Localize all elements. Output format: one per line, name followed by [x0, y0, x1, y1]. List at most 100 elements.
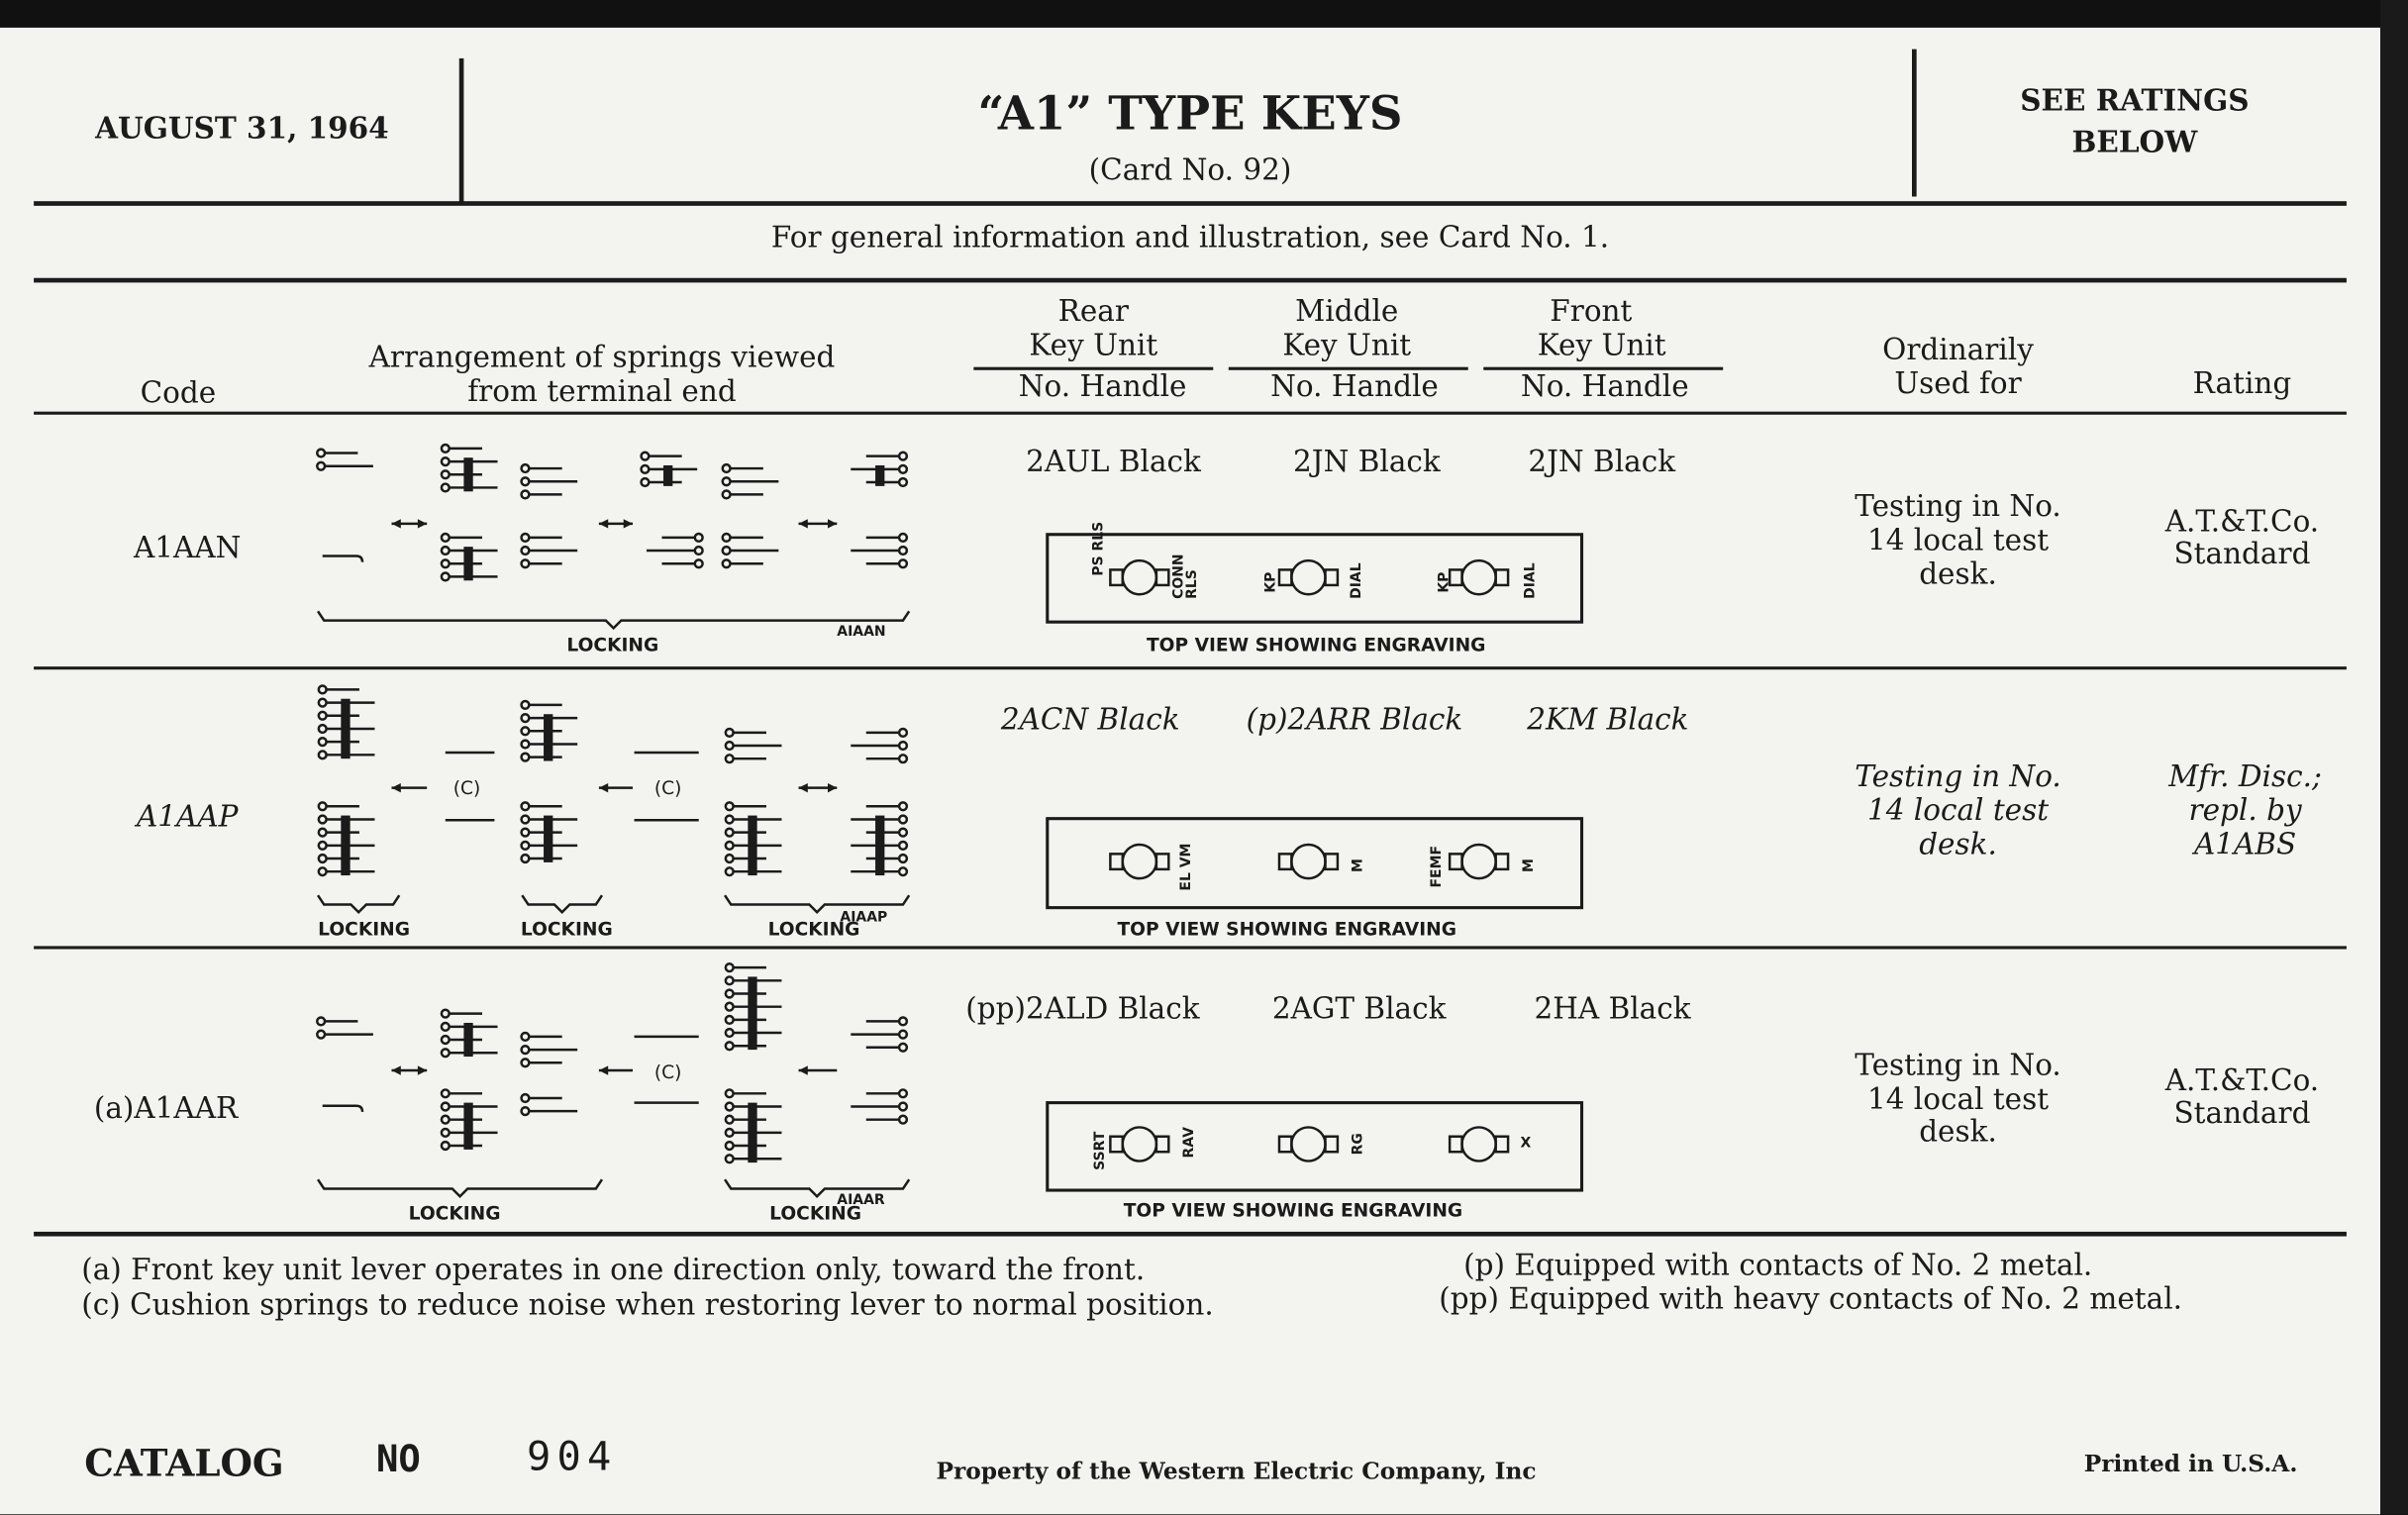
arrowhead-icon [798, 783, 808, 793]
terminal-icon [724, 962, 735, 973]
spring-block [341, 698, 351, 759]
divider [34, 277, 2347, 283]
col-middle-2: Key Unit [1282, 328, 1412, 363]
terminal-icon [897, 814, 909, 825]
terminal-icon [897, 866, 909, 877]
terminal-icon [721, 558, 732, 569]
terminal-icon [440, 1114, 451, 1125]
cushion-label: (C) [452, 776, 481, 799]
key-handle-icon [1460, 1126, 1497, 1162]
ratings-note-2: BELOW [2071, 126, 2198, 160]
key-handle-icon [1448, 853, 1463, 871]
col-front-2: Key Unit [1537, 328, 1666, 363]
terminal-icon [724, 1140, 735, 1152]
terminal-icon [897, 532, 909, 543]
brace [521, 894, 604, 915]
arrowhead-icon [798, 1065, 808, 1075]
terminal-icon [317, 801, 328, 812]
key-handle-icon [1121, 843, 1158, 880]
terminal-icon [897, 476, 909, 488]
engraving-plate [1046, 533, 1584, 624]
rear-handle: 2AUL Black [1026, 445, 1201, 479]
terminal-icon [897, 827, 909, 838]
key-handle-icon [1324, 568, 1340, 587]
spring-block [748, 815, 757, 876]
arrowhead-icon [391, 519, 401, 529]
terminal-icon [316, 1016, 327, 1027]
engraving-plate [1046, 1101, 1584, 1192]
terminal-icon [440, 455, 451, 467]
divider [1483, 366, 1724, 370]
rating-2: repl. by [2188, 793, 2302, 828]
middle-handle: (p)2ARR Black [1246, 703, 1463, 738]
terminal-icon [317, 737, 328, 748]
used-for-2: 14 local test [1866, 793, 2050, 828]
key-handle-icon [1494, 853, 1510, 871]
diagram-code: AIAAP [840, 910, 888, 927]
terminal-icon [724, 1041, 735, 1052]
key-handle-icon [1121, 558, 1158, 596]
key-handle-icon [1109, 853, 1125, 871]
terminal-icon [724, 740, 735, 752]
row-code: A1AAP [137, 800, 239, 835]
terminal-icon [316, 448, 327, 458]
front-handle: 2JN Black [1528, 445, 1676, 479]
key-handle-icon [1448, 568, 1463, 587]
diagram-code: AIAAR [837, 1193, 885, 1209]
terminal-icon [440, 532, 451, 543]
terminal-icon [693, 558, 704, 569]
rating-3: A1ABS [2193, 827, 2297, 862]
terminal-icon [316, 1029, 327, 1040]
terminal-icon [520, 840, 531, 851]
arrowhead-icon [598, 783, 609, 793]
col-middle-no-handle: No. Handle [1270, 369, 1439, 404]
used-for-2: 14 local test [1866, 1082, 2050, 1117]
terminal-icon [897, 754, 909, 764]
middle-handle: 2JN Black [1293, 445, 1441, 479]
terminal-icon [897, 1042, 909, 1053]
rear-handle: 2ACN Black [1000, 703, 1180, 738]
terminal-icon [317, 750, 328, 760]
engraving-caption: TOP VIEW SHOWING ENGRAVING [1123, 1199, 1463, 1222]
property-notice: Property of the Western Electric Company… [936, 1457, 1537, 1485]
terminal-icon [440, 443, 451, 454]
terminal-icon [440, 1034, 451, 1046]
key-handle-icon [1460, 843, 1497, 880]
catalog-label: CATALOG [84, 1440, 284, 1485]
middle-handle: 2AGT Black [1271, 991, 1447, 1027]
rating-2: Standard [2173, 1096, 2311, 1131]
rating-1: Mfr. Disc.; [2168, 759, 2322, 794]
terminal-icon [724, 1088, 735, 1099]
terminal-icon [724, 1154, 735, 1164]
key-handle-icon [1154, 568, 1170, 587]
rating-1: A.T.&T.Co. [2164, 1063, 2320, 1098]
key-handle-icon [1154, 853, 1170, 871]
rear-handle: (pp)2ALD Black [965, 991, 1200, 1027]
terminal-icon [897, 558, 909, 569]
terminal-icon [897, 801, 909, 812]
terminal-icon [440, 1021, 451, 1032]
terminal-icon [520, 752, 531, 762]
terminal-icon [724, 727, 735, 738]
terminal-icon [440, 1127, 451, 1138]
footnote-pp: (pp) Equipped with heavy contacts of No.… [1439, 1282, 2182, 1317]
col-rear-no-handle: No. Handle [1018, 369, 1187, 404]
used-for-1: Testing in No. [1855, 1049, 2061, 1083]
terminal-icon [693, 532, 704, 543]
key-handle-icon [1290, 843, 1327, 880]
arrowhead-icon [827, 783, 838, 793]
terminal-icon [721, 545, 732, 556]
terminal-icon [897, 740, 909, 752]
terminal-icon [440, 558, 451, 569]
key-handle-icon [1109, 1135, 1125, 1154]
terminal-icon [897, 1101, 909, 1112]
brace [317, 610, 911, 631]
key-handle-icon [1277, 1135, 1293, 1154]
arrowhead-icon [391, 1065, 401, 1075]
spring-block [663, 464, 673, 486]
arrowhead-icon [798, 519, 808, 529]
terminal-icon [724, 801, 735, 812]
col-rear-1: Rear [1057, 294, 1129, 329]
terminal-icon [724, 827, 735, 838]
